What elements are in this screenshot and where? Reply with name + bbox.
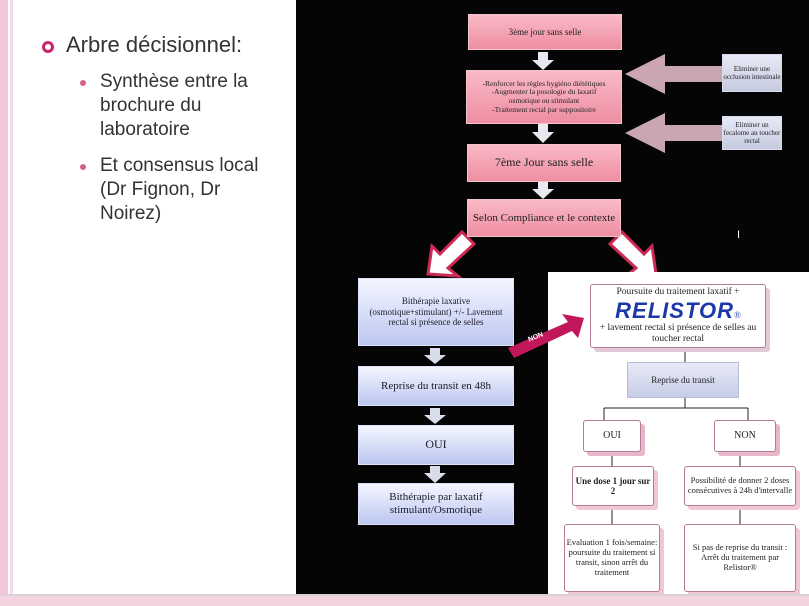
box-dose-text: Une dose 1 jour sur 2: [575, 475, 651, 496]
measure-line: -Traitement rectal par suppositoire: [492, 104, 596, 114]
box-bitherapie: Bithérapie laxative (osmotique+stimulant…: [358, 278, 514, 346]
box-evaluation-text: Evaluation 1 fois/semaine: poursuite du …: [566, 537, 658, 577]
measure-line: -Renforcer les règles hygiéno diététique…: [482, 78, 606, 88]
box-oui: OUI: [358, 425, 514, 465]
box-bitherapie-final: Bithérapie par laxatif stimulant/Osmotiq…: [358, 483, 514, 525]
step-measures: -Renforcer les règles hygiéno diététique…: [466, 70, 622, 124]
box-oui-right-text: OUI: [603, 430, 621, 442]
side-occlusion: Eliminer une occlusion intestinale: [722, 54, 782, 92]
down-arrow-icon: [424, 466, 446, 483]
step-day3: 3ème jour sans selle: [468, 14, 622, 50]
sub-bullet-text: Synthèse entre la brochure du laboratoir…: [100, 71, 248, 140]
slide-edge-line: [10, 0, 13, 606]
slide-bottom-line: [0, 594, 809, 596]
box-bitherapie-final-text: Bithérapie par laxatif stimulant/Osmotiq…: [389, 491, 483, 516]
slide-bottom-bar: [0, 596, 809, 606]
box-bitherapie-text: Bithérapie laxative (osmotique+stimulant…: [369, 296, 503, 328]
box-arret-text: Si pas de reprise du transit : Arrêt du …: [692, 542, 788, 572]
sub-bullet: Synthèse entre la brochure du laboratoir…: [80, 70, 300, 142]
box-evaluation: Evaluation 1 fois/semaine: poursuite du …: [564, 524, 660, 592]
box-transit-48h-text: Reprise du transit en 48h: [381, 379, 491, 392]
slide-text: Arbre décisionnel: Synthèse entre la bro…: [20, 32, 300, 238]
relistor-line2: + lavement rectal si présence de selles …: [599, 323, 757, 345]
step-compliance-text: Selon Compliance et le contexte: [472, 211, 616, 224]
down-arrow-icon: [532, 182, 554, 199]
box-transit-48h: Reprise du transit en 48h: [358, 366, 514, 406]
dot-bullet-icon: [80, 164, 86, 170]
step-day3-text: 3ème jour sans selle: [508, 26, 582, 37]
box-oui-right: OUI: [583, 420, 641, 452]
box-reprise-transit-text: Reprise du transit: [651, 374, 715, 385]
sub-bullet: Et consensus local (Dr Fignon, Dr Noirez…: [80, 154, 300, 226]
heading-item: Arbre décisionnel:: [20, 32, 300, 58]
slide-heading: Arbre décisionnel:: [66, 32, 243, 57]
box-dose: Une dose 1 jour sur 2: [572, 466, 654, 506]
marker-text: I: [737, 229, 741, 241]
step-day7-text: 7ème Jour sans selle: [494, 155, 594, 170]
box-non-right-text: NON: [734, 430, 756, 442]
left-arrow-icon: [625, 113, 722, 153]
box-arret: Si pas de reprise du transit : Arrêt du …: [684, 524, 796, 592]
down-arrow-icon: [532, 124, 554, 143]
diagonal-arrow-left-icon: [426, 229, 477, 278]
box-reprise-transit: Reprise du transit: [627, 362, 739, 398]
step-day7: 7ème Jour sans selle: [467, 144, 621, 182]
box-oui-text: OUI: [425, 437, 447, 452]
relistor-brand-mark: ®: [733, 309, 741, 320]
box-doses-consecutives-text: Possibilité de donner 2 doses consécutiv…: [687, 475, 793, 495]
side-fecalome-text: Eliminer un fecalome au toucher rectal: [723, 120, 781, 146]
step-compliance: Selon Compliance et le contexte: [467, 199, 621, 237]
relistor-brand: RELISTOR: [615, 297, 734, 323]
side-occlusion-text: Eliminer une occlusion intestinale: [723, 64, 781, 81]
box-doses-consecutives: Possibilité de donner 2 doses consécutiv…: [684, 466, 796, 506]
sub-bullets: Synthèse entre la brochure du laboratoir…: [80, 70, 300, 226]
down-arrow-icon: [424, 348, 446, 364]
sub-bullet-text: Et consensus local (Dr Fignon, Dr Noirez…: [100, 155, 259, 224]
left-arrow-icon: [625, 54, 722, 94]
side-fecalome: Eliminer un fecalome au toucher rectal: [722, 116, 782, 150]
relistor-line1: Poursuite du traitement laxatif +: [616, 286, 740, 297]
slide-edge-bar: [0, 0, 8, 606]
down-arrow-icon: [424, 408, 446, 424]
non-badge-arrow-icon: [508, 314, 584, 358]
dot-bullet-icon: [80, 80, 86, 86]
box-non-right: NON: [714, 420, 776, 452]
relistor-top-box: Poursuite du traitement laxatif + RELIST…: [590, 284, 766, 348]
ring-bullet-icon: [42, 41, 54, 53]
measure-line: -Augmenter la posologie du laxatif osmot…: [491, 87, 597, 105]
relistor-logo: RELISTOR®: [615, 298, 741, 323]
down-arrow-icon: [532, 52, 554, 70]
